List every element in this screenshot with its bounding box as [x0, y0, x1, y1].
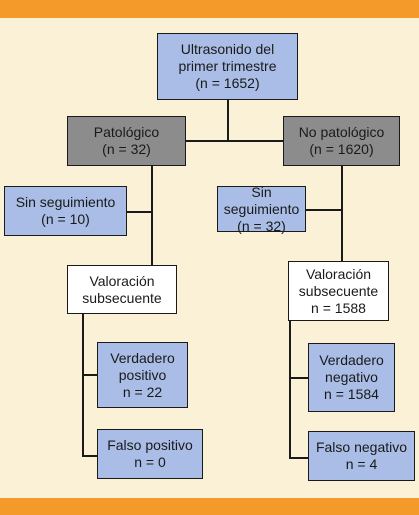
node-line: Patológico: [93, 124, 160, 140]
node-line: Valoración: [305, 265, 372, 282]
node-line: (n = 1620): [309, 141, 374, 157]
node-line: (n = 10): [41, 211, 90, 227]
node-line: n = 1588: [311, 299, 366, 316]
node-line: subsecuente: [298, 282, 379, 299]
node-no-followup-right: Sin seguimiento (n = 32): [217, 183, 306, 234]
node-line: (n = 32): [237, 217, 286, 234]
connector-right-sin: [306, 209, 342, 211]
node-non-pathologic: No patológico (n = 1620): [283, 116, 400, 166]
node-line: Falso positivo: [107, 437, 193, 453]
node-line: Sin seguimiento: [15, 194, 116, 210]
connector-right-fn: [289, 457, 308, 459]
node-line: n = 4: [345, 456, 378, 472]
node-line: Valoración: [89, 272, 155, 289]
connector-left-trunk: [151, 166, 153, 265]
node-subsequent-assessment-left: Valoración subsecuente: [67, 265, 177, 314]
connector-right-vn: [289, 377, 308, 379]
connector-root-down: [227, 100, 229, 141]
node-line: No patológico: [298, 124, 385, 140]
node-false-negative: Falso negativo n = 4: [308, 431, 415, 481]
node-line: positivo: [118, 366, 167, 383]
node-true-negative: Verdadero negativo n = 1584: [308, 343, 395, 412]
node-line: (n = 32): [102, 141, 151, 157]
node-line: subsecuente: [82, 289, 162, 306]
connector-left-fp: [82, 455, 97, 457]
node-line: Ultrasonido del: [180, 41, 275, 57]
node-no-followup-left: Sin seguimiento (n = 10): [4, 186, 127, 236]
node-line: n = 22: [122, 383, 163, 400]
node-line: Verdadero: [110, 349, 175, 366]
node-pathologic: Patológico (n = 32): [67, 116, 186, 166]
node-line: Verdadero: [319, 352, 384, 368]
node-line: negativo: [325, 369, 378, 385]
node-line: (n = 1652): [195, 75, 260, 91]
node-true-positive: Verdadero positivo n = 22: [97, 342, 188, 408]
connector-left-outcomes: [82, 314, 84, 456]
node-first-trimester-ultrasound: Ultrasonido del primer trimestre (n = 16…: [157, 33, 298, 100]
connector-root-branches: [186, 140, 283, 142]
node-subsequent-assessment-right: Valoración subsecuente n = 1588: [288, 261, 389, 321]
connector-left-sin: [127, 211, 152, 213]
node-line: n = 1584: [324, 386, 379, 402]
node-line: n = 0: [134, 454, 166, 470]
node-line: Sin seguimiento: [223, 183, 300, 217]
node-line: primer trimestre: [178, 58, 277, 74]
node-false-positive: Falso positivo n = 0: [97, 429, 203, 479]
node-line: Falso negativo: [315, 439, 408, 455]
connector-right-trunk: [341, 166, 343, 261]
connector-left-vp: [82, 374, 97, 376]
connector-right-outcomes: [289, 321, 291, 458]
